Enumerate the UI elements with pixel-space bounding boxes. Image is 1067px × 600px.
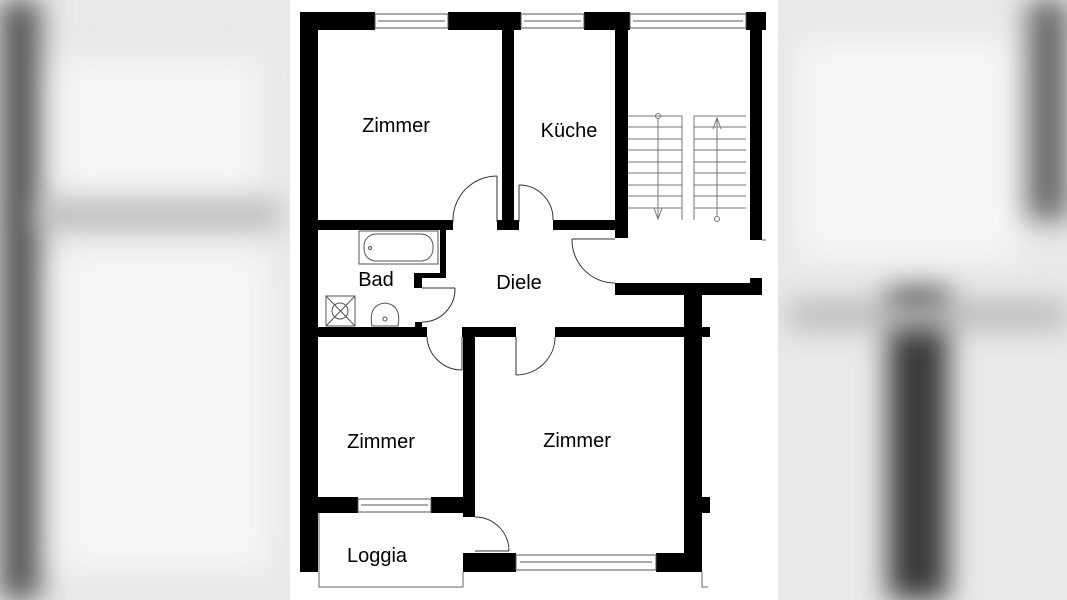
walls: [300, 12, 766, 572]
staircase: [628, 113, 746, 222]
room-label-diele: Diele: [496, 272, 542, 294]
room-label-loggia: Loggia: [347, 545, 408, 567]
room-labels: Zimmer Küche Bad Diele Zimmer Zimmer Log…: [347, 115, 611, 567]
loggia-outline: [318, 239, 766, 588]
windows: [357, 13, 747, 571]
blurred-backdrop-right: [778, 0, 1067, 600]
stair-arrow-up-icon: [712, 116, 722, 222]
stair-arrow-down-icon: [653, 113, 663, 221]
doors: [421, 175, 616, 552]
bathroom-fixtures: [325, 230, 439, 327]
room-label-bad: Bad: [358, 269, 394, 291]
shower-tray-icon: [325, 295, 356, 327]
room-label-kueche: Küche: [541, 120, 598, 142]
room-label-zimmer-small: Zimmer: [347, 431, 415, 453]
blurred-backdrop-left: [0, 0, 290, 600]
bathtub-icon: [358, 230, 439, 265]
sink-icon: [370, 302, 400, 327]
room-label-zimmer-large: Zimmer: [543, 430, 611, 452]
room-label-zimmer-top: Zimmer: [362, 115, 430, 137]
